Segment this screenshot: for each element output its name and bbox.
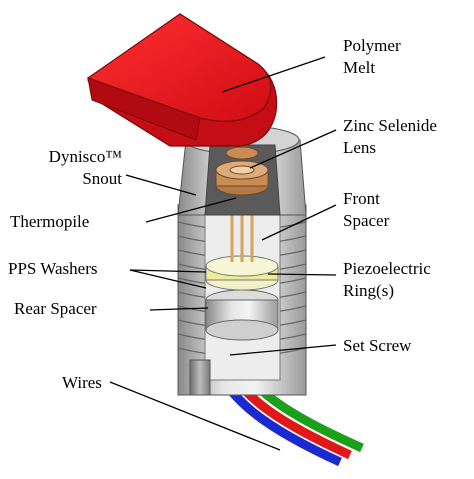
- polymer-melt-label-line1: Polymer: [343, 36, 401, 55]
- snout-label-line2: Snout: [82, 169, 122, 188]
- rear-spacer-label: Rear Spacer: [14, 299, 97, 318]
- pps-washers-label: PPS Washers: [8, 259, 98, 278]
- front-spacer-label-line1: Front: [343, 189, 380, 208]
- polymer-melt-block: [86, 13, 278, 147]
- zinc-selenide-lens-label: Zinc Selenide Lens: [343, 115, 437, 159]
- polymer-melt-label: Polymer Melt: [343, 35, 401, 79]
- rear-spacer-part: [205, 289, 279, 341]
- lens-label-line2: Lens: [343, 138, 377, 157]
- thermopile-label: Thermopile: [10, 212, 90, 231]
- dynisco-snout-label: Dynisco™ Snout: [10, 146, 122, 190]
- polymer-melt-label-line2: Melt: [343, 58, 376, 77]
- set-screw-label: Set Screw: [343, 336, 412, 355]
- leader-lines: [109, 56, 337, 451]
- wires-label: Wires: [62, 373, 102, 392]
- lens-label-line1: Zinc Selenide: [343, 116, 437, 135]
- piezoelectric-rings-label: Piezoelectric Ring(s): [343, 258, 431, 302]
- snout-label-line1: Dynisco™: [48, 147, 122, 166]
- front-spacer-label-line2: Spacer: [343, 211, 390, 230]
- front-spacer-label: Front Spacer: [343, 188, 389, 232]
- piezo-label-line2: Ring(s): [343, 281, 394, 300]
- piezo-label-line1: Piezoelectric: [343, 259, 431, 278]
